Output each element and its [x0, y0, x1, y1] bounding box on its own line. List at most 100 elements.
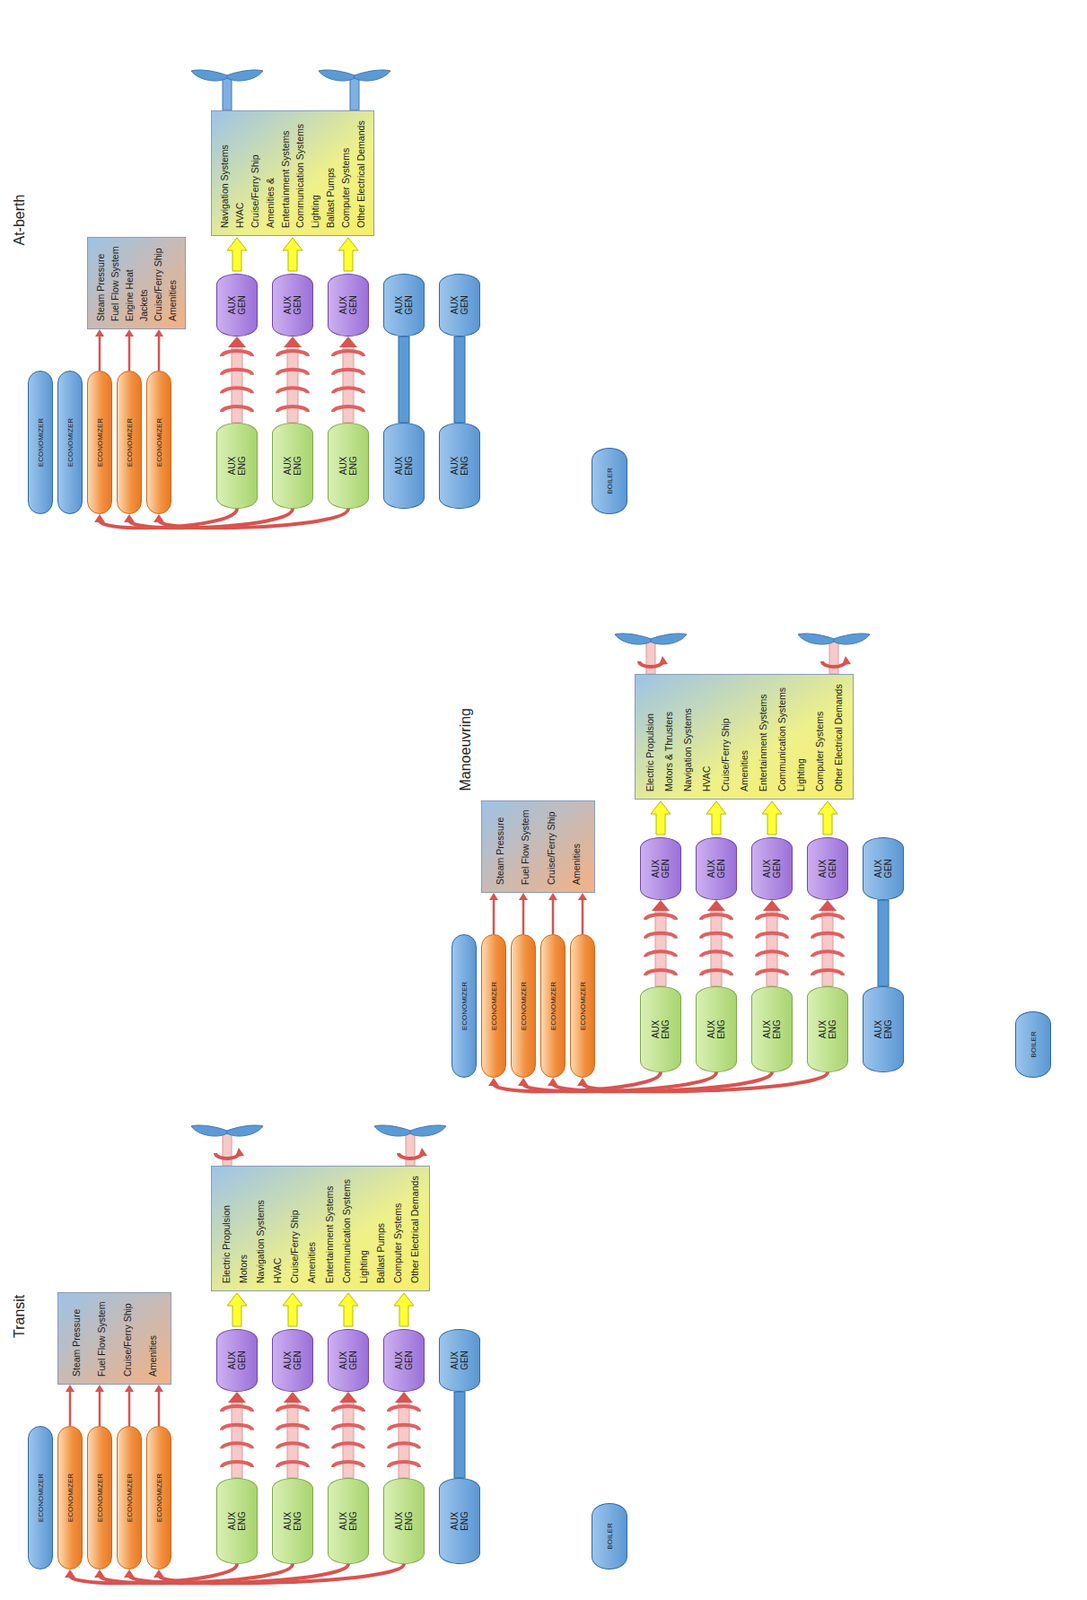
drive-shaft — [398, 1401, 410, 1479]
node-text: AUX ENG — [338, 1506, 359, 1537]
drive-shaft — [342, 1401, 354, 1479]
connector — [333, 336, 364, 423]
node-text: ECONOMIZER — [36, 1473, 45, 1523]
shaft-coil — [277, 1425, 308, 1431]
propeller — [797, 633, 870, 675]
shaft-coil — [701, 933, 732, 939]
node-text: Cruise/Ferry Ship — [150, 247, 166, 322]
shaft-coil — [333, 1406, 364, 1412]
shaft-coil — [645, 914, 676, 921]
arrow-head — [283, 1392, 302, 1403]
shaft-coil — [333, 1462, 364, 1468]
connector — [650, 801, 671, 835]
node-text: Cruise/Ferry Ship — [120, 1303, 135, 1377]
heat-arrow — [552, 899, 555, 935]
node-text: AUX GEN — [706, 853, 727, 885]
power-arrow — [282, 237, 303, 272]
node-text: Fuel Flow System — [107, 246, 123, 322]
drive-shaft — [822, 909, 833, 987]
node-text: ECONOMIZER — [155, 1473, 164, 1523]
power-arrow — [227, 1293, 247, 1327]
shaft-coil — [812, 970, 843, 976]
boiler-drum: BOILER — [1015, 1011, 1052, 1079]
node-text: Computer Systems — [812, 711, 827, 792]
node-text: AUX GEN — [817, 853, 838, 885]
connector — [153, 508, 349, 528]
drive-shaft — [287, 345, 299, 423]
node-text: Amenities & — [262, 177, 278, 228]
economizer-capsule: ECONOMIZER — [569, 934, 596, 1079]
connector — [227, 1293, 247, 1327]
node-text: Communication Systems — [339, 1179, 354, 1284]
node-text: AUX GEN — [394, 289, 414, 321]
node-text: Other Electrical Demands — [353, 120, 369, 228]
power-arrow — [338, 237, 359, 272]
shaft-coil — [756, 970, 788, 976]
aux-generator: AUX GEN — [639, 837, 682, 901]
connector — [154, 329, 164, 371]
node-text: Steam Pressure — [69, 1309, 84, 1377]
power-arrow — [762, 801, 782, 835]
arrow-head — [547, 1078, 559, 1087]
node-text: ECONOMIZER — [578, 981, 588, 1031]
node-text: AUX GEN — [227, 289, 247, 321]
node-text: Other Electrical Demands — [407, 1175, 422, 1284]
connector — [812, 900, 843, 987]
connector — [65, 1385, 75, 1427]
power-arrow — [227, 237, 247, 272]
node-text: Communication Systems — [292, 123, 307, 228]
node-text: AUX GEN — [227, 1345, 247, 1377]
node-text: HVAC — [232, 202, 247, 228]
connector — [398, 336, 410, 423]
node-text: ECONOMIZER — [96, 1473, 105, 1523]
connector — [221, 336, 253, 423]
steam-box: Steam Pressure Fuel Flow System Cruise/Fer… — [57, 1292, 172, 1386]
node-text: AUX ENG — [282, 1506, 303, 1537]
heat-arrow — [157, 1391, 161, 1427]
node-text: AUX ENG — [817, 1014, 838, 1045]
node-text: Fuel Flow System — [517, 810, 533, 886]
economizer-capsule: ECONOMIZER — [57, 1426, 83, 1570]
node-text: Jackets — [136, 289, 151, 322]
shaft-coil — [277, 1443, 308, 1449]
arrow-head — [123, 514, 135, 523]
node-text: Lighting — [793, 758, 808, 792]
connector — [124, 329, 134, 371]
node-text: Fuel Flow System — [94, 1302, 109, 1377]
arrow-head — [339, 336, 358, 348]
shaft-coil — [388, 1425, 420, 1431]
connector — [338, 1293, 359, 1327]
shaft-coil — [333, 369, 364, 376]
economizer-capsule: ECONOMIZER — [27, 370, 53, 515]
exhaust-arrow — [582, 1072, 828, 1092]
shaft-coil — [701, 970, 732, 976]
connector — [454, 1392, 465, 1479]
shaft-coil — [221, 1406, 253, 1412]
node-text: Navigation Systems — [253, 1200, 268, 1284]
heat-arrow — [581, 899, 585, 935]
connector — [388, 1392, 420, 1479]
arrow-head — [548, 893, 558, 901]
steam-box: Steam PressureFuel Flow SystemCruise/Fer… — [481, 800, 596, 894]
node-text: AUX ENG — [449, 1506, 470, 1537]
node-text: AUX ENG — [227, 1506, 247, 1537]
node-text: Electric Propulsion — [642, 713, 658, 792]
aux-generator: AUX GEN — [216, 1329, 258, 1393]
shaft-coil — [701, 914, 732, 921]
node-text: ECONOMIZER — [460, 981, 469, 1031]
connector — [333, 1392, 364, 1479]
economizer-capsule: ECONOMIZER — [57, 370, 83, 515]
node-text: ECONOMIZER — [490, 981, 499, 1031]
aux-engine: AUX ENG — [862, 986, 904, 1073]
aux-generator: AUX GEN — [862, 837, 904, 901]
connector — [645, 900, 676, 987]
node-text: Steam Pressure — [93, 254, 108, 322]
arrow-head — [518, 893, 528, 901]
drive-shaft — [710, 909, 722, 987]
node-text: Navigation Systems — [217, 144, 232, 228]
node-text: AUX ENG — [706, 1014, 727, 1045]
aux-engine: AUX ENG — [383, 1478, 425, 1565]
node-text: Other Electrical Demands — [831, 683, 846, 792]
node-text: AUX ENG — [227, 450, 247, 482]
node-text: ECONOMIZER — [66, 1473, 75, 1523]
